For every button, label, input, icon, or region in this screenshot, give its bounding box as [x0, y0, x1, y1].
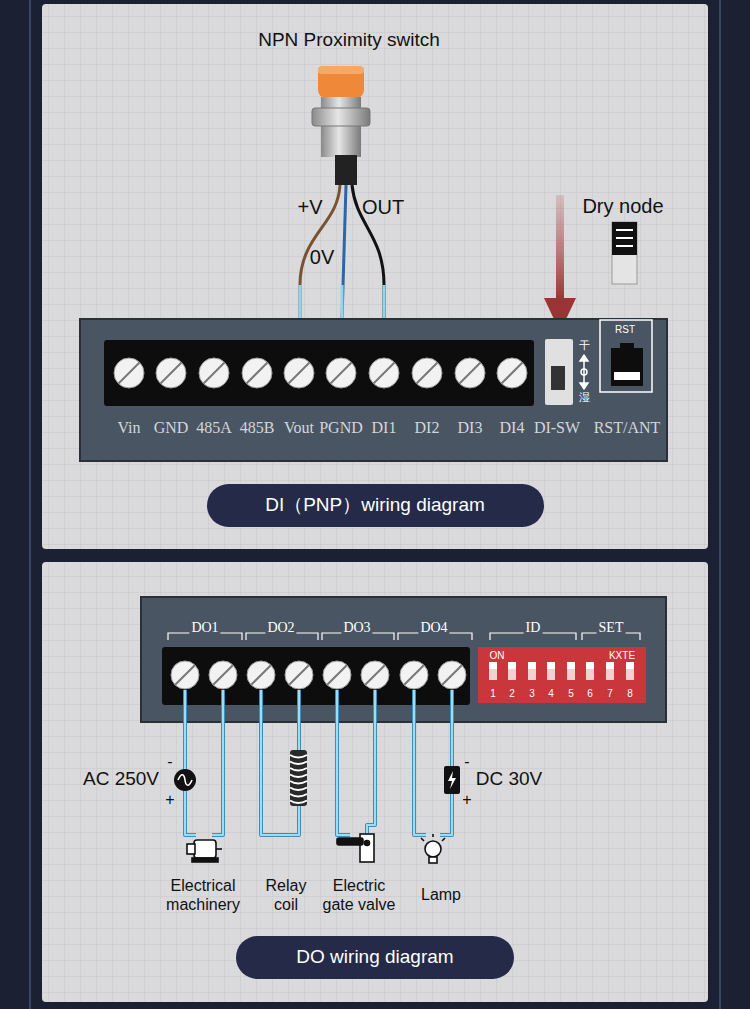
pin-label: SET: [597, 620, 626, 637]
pin-label: 6: [587, 688, 593, 700]
pin-label: DI2: [415, 418, 440, 437]
pin-label: ON: [490, 650, 505, 662]
device-label: +: [462, 790, 471, 809]
device-label: -: [464, 752, 469, 771]
device-label: Relay coil: [259, 876, 313, 914]
pin-label: DI3: [458, 418, 483, 437]
pin-label: Vout: [284, 418, 314, 437]
pin-label: 3: [529, 688, 535, 700]
caption-text: DO wiring diagram: [296, 946, 453, 968]
pin-label: DI1: [372, 418, 397, 437]
device-label: Electric gate valve: [316, 876, 402, 914]
caption-pill: DO wiring diagram: [236, 936, 514, 979]
callout-label: 干: [579, 339, 590, 352]
pin-label: KXTE: [609, 650, 635, 662]
caption-text: DI（PNP）wiring diagram: [265, 492, 485, 518]
pin-label: DO2: [265, 620, 296, 637]
pin-label: DO1: [189, 620, 220, 637]
pin-label: Vin: [117, 418, 140, 437]
callout-label: +V: [297, 195, 322, 219]
pin-label: 4: [548, 688, 554, 700]
callout-label: 湿: [579, 391, 590, 404]
device-label: AC 250V: [83, 768, 159, 791]
pin-label: DI4: [500, 418, 525, 437]
pin-label: 2: [509, 688, 515, 700]
pin-label: DO3: [341, 620, 372, 637]
pin-label: RST/ANT: [594, 418, 661, 437]
pin-label: 485A: [196, 418, 232, 437]
device-label: Electrical machinery: [157, 876, 249, 914]
pin-label: DO4: [418, 620, 449, 637]
pin-label: GND: [154, 418, 189, 437]
pin-label: 1: [490, 688, 496, 700]
device-label: DC 30V: [476, 768, 543, 791]
callout-label: 0V: [310, 245, 334, 269]
callout-label: NPN Proximity switch: [258, 29, 440, 52]
caption-pill: DI（PNP）wiring diagram: [207, 484, 544, 527]
callout-label: RST: [615, 324, 635, 336]
callout-label: Dry node: [582, 194, 663, 218]
pin-label: 5: [568, 688, 574, 700]
pin-label: 8: [627, 688, 633, 700]
pin-label: 7: [607, 688, 613, 700]
pin-label: PGND: [319, 418, 363, 437]
pin-label: 485B: [240, 418, 275, 437]
device-label: +: [165, 790, 174, 809]
device-label: -: [167, 752, 172, 771]
device-label: Lamp: [421, 885, 461, 904]
pin-label: DI-SW: [534, 418, 580, 437]
pin-label: ID: [524, 620, 543, 637]
callout-label: OUT: [362, 195, 404, 219]
